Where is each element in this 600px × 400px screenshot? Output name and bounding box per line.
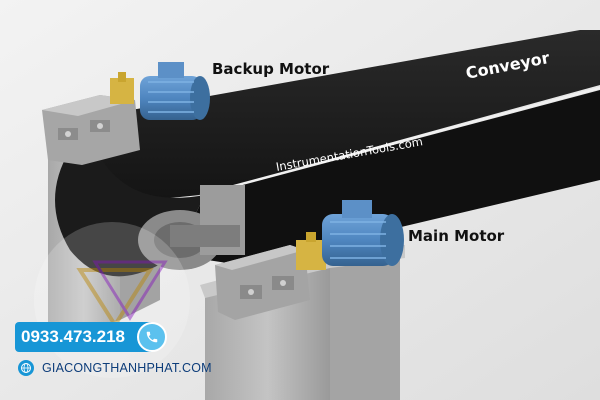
phone-icon[interactable]	[137, 322, 167, 352]
main-motor-label: Main Motor	[408, 227, 505, 245]
main-coupling	[296, 232, 326, 270]
main-gearbox	[215, 245, 310, 320]
website-link[interactable]: GIACONGTHANHPHAT.COM	[42, 361, 212, 375]
main-motor	[322, 200, 404, 266]
phone-number[interactable]: 0933.473.218	[21, 327, 125, 346]
conveyor-belt	[55, 30, 600, 277]
logo-icon	[34, 222, 190, 378]
phone-badge[interactable]: 0933.473.218	[15, 322, 167, 352]
backup-motor-label: Backup Motor	[212, 60, 330, 78]
backup-motor	[140, 62, 210, 120]
website-row[interactable]: GIACONGTHANHPHAT.COM	[18, 360, 212, 376]
globe-icon	[18, 360, 34, 376]
backup-coupling	[110, 72, 134, 104]
